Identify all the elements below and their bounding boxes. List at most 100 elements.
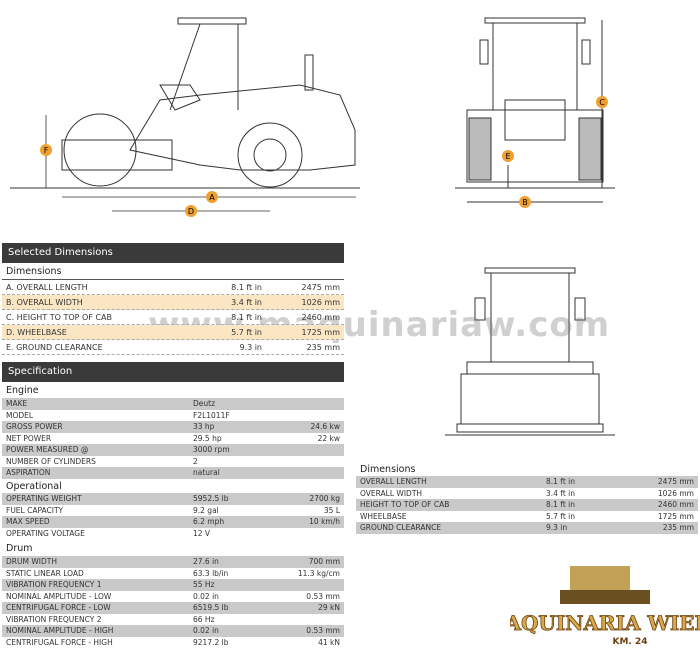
row-value-imperial: 9.3 in [546,523,568,532]
row-value-imperial: 29.5 hp [193,433,222,443]
table-row: MODEL F2L1011F [2,410,344,422]
row-label: CENTRIFUGAL FORCE - HIGH [6,637,113,647]
row-label: HEIGHT TO TOP OF CAB [360,500,450,509]
row-value-imperial: 3.4 ft in [231,298,262,307]
row-value-imperial: 8.1 ft in [231,283,262,292]
row-value-imperial: 63.3 lb/in [193,568,229,578]
row-label: OVERALL WIDTH [360,488,423,498]
row-value-imperial: 8.1 ft in [231,313,262,322]
row-value-imperial: 27.6 in [193,557,219,566]
side-view-drawing: A D F [10,17,360,217]
dimensions-section-title: Dimensions [6,266,62,277]
row-value-imperial: 0.02 in [193,626,219,635]
row-label: CENTRIFUGAL FORCE - LOW [6,603,111,612]
row-value-metric: 1725 mm [301,328,341,337]
table-row: FUEL CAPACITY 9.2 gal 35 L [2,505,344,517]
label-d: D [188,207,194,216]
row-value-imperial: natural [193,468,220,477]
row-label: FUEL CAPACITY [6,505,64,515]
row-value-imperial: 3.4 ft in [546,488,575,498]
row-value-imperial: 5952.5 lb [193,494,229,503]
row-value-imperial: 5.7 ft in [546,511,575,521]
row-label: NET POWER [6,433,52,443]
row-value-metric: 41 kN [318,637,340,647]
row-value-imperial: 9.2 gal [193,505,219,515]
row-value-imperial: 33 hp [193,422,215,431]
operational-section-title: Operational [6,481,62,492]
table-row: HEIGHT TO TOP OF CAB 8.1 ft in 2460 mm [356,499,698,511]
specification-header: Specification [2,362,344,382]
row-value-metric: 24.6 kw [310,422,340,431]
row-value-imperial: 8.1 ft in [546,500,575,509]
row-label: OPERATING VOLTAGE [6,528,85,538]
front-view-drawing: B C E [455,17,615,208]
row-value-imperial: F2L1011F [193,410,230,420]
label-b: B [522,198,528,207]
table-row: OVERALL LENGTH 8.1 ft in 2475 mm [356,476,698,488]
label-c: C [599,98,605,107]
row-value-imperial: 55 Hz [193,580,215,589]
row-value-metric: 2460 mm [657,500,694,509]
row-value-metric: 1026 mm [657,488,694,498]
row-value-imperial: Deutz [193,399,216,408]
label-a: A [209,193,215,202]
row-value-metric: 700 mm [308,557,340,566]
row-label: OVERALL LENGTH [360,477,427,486]
row-value-imperial: 66 Hz [193,614,215,624]
row-value-metric: 35 L [323,505,340,515]
row-value-imperial: 9.3 in [239,343,262,352]
table-row: GROSS POWER 33 hp 24.6 kw [2,421,344,433]
row-value-metric: 0.53 mm [306,626,340,635]
row-label: WHEELBASE [360,511,407,521]
row-value-metric: 22 kw [317,433,340,443]
row-label: C. HEIGHT TO TOP OF CAB [6,313,113,322]
table-row: DRUM WIDTH 27.6 in 700 mm [2,556,344,568]
row-label: MAX SPEED [6,517,50,526]
row-value-metric: 2475 mm [657,477,694,486]
row-value-metric: 0.53 mm [306,591,340,601]
row-label: POWER MEASURED @ [6,445,89,454]
row-value-imperial: 5.7 ft in [231,328,262,337]
row-label: VIBRATION FREQUENCY 2 [6,614,102,624]
row-label: B. OVERALL WIDTH [6,298,83,307]
table-row: VIBRATION FREQUENCY 2 66 Hz [2,614,344,626]
row-value-metric: 235 mm [306,343,340,352]
table-row: OVERALL WIDTH 3.4 ft in 1026 mm [356,488,698,500]
label-e: E [505,152,510,161]
table-row: NET POWER 29.5 hp 22 kw [2,433,344,445]
row-label: E. GROUND CLEARANCE [6,343,103,352]
table-row: POWER MEASURED @3000 rpm [2,444,344,456]
row-label: GROSS POWER [6,422,63,431]
rear-view-drawing [445,267,615,436]
row-label: DRUM WIDTH [6,557,57,566]
row-label: ASPIRATION [6,468,51,477]
table-row: E. GROUND CLEARANCE 9.3 in 235 mm [2,340,344,355]
row-label: MODEL [6,410,34,420]
row-value-metric: 29 kN [318,603,340,612]
svg-text:KM. 24: KM. 24 [612,637,647,647]
row-value-imperial: 8.1 ft in [546,477,575,486]
row-value-imperial: 2 [193,456,198,466]
row-value-metric: 235 mm [662,523,694,532]
engine-section-title: Engine [6,385,39,396]
row-value-metric: 10 km/h [309,517,340,526]
row-value-metric: 2475 mm [301,283,341,292]
table-row: ASPIRATION natural [2,467,344,479]
row-label: NOMINAL AMPLITUDE - LOW [6,591,112,601]
